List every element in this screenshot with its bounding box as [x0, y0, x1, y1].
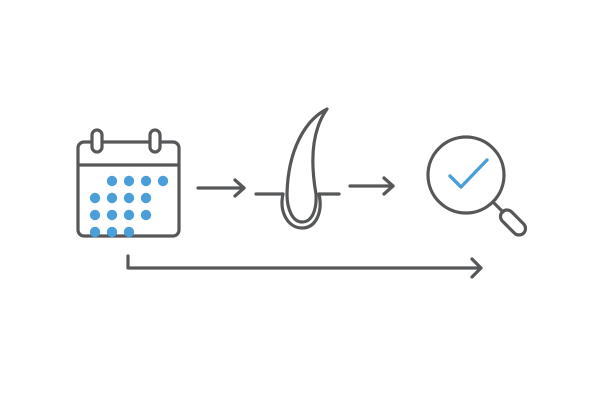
hair-bulb	[280, 192, 322, 230]
check-mark-icon	[448, 158, 489, 189]
calendar-day-dot	[89, 209, 101, 221]
arrow-head	[470, 257, 483, 279]
calendar-day-dot	[123, 192, 135, 204]
magnifier-handle	[498, 208, 528, 237]
calendar-day-dot	[89, 192, 101, 204]
calendar-day-dot	[106, 209, 118, 221]
arrow-calendar-to-follicle	[196, 178, 246, 198]
magnifier-handle-neck	[491, 200, 505, 214]
calendar-ring-right	[148, 128, 162, 154]
arrow-head	[382, 176, 395, 196]
hair-strand	[285, 107, 329, 224]
calendar-day-dot	[106, 192, 118, 204]
timeline-shaft	[126, 254, 483, 270]
calendar-day-dots	[89, 175, 169, 238]
magnifier-lens	[426, 135, 506, 215]
calendar-ring-left	[90, 128, 104, 154]
calendar-day-dot	[106, 226, 118, 238]
arrow-follicle-to-magnifier	[348, 176, 395, 196]
calendar-day-dot	[106, 175, 118, 187]
calendar-day-dot	[89, 226, 101, 238]
calendar-day-dot	[140, 175, 152, 187]
calendar-day-dot	[123, 226, 135, 238]
magnifier-check-icon	[426, 135, 528, 237]
arrow-timeline	[126, 254, 483, 279]
arrow-head	[233, 178, 246, 198]
calendar-day-dot	[157, 175, 169, 187]
calendar-day-dot	[123, 175, 135, 187]
calendar-day-dot	[140, 192, 152, 204]
calendar-day-dot	[140, 209, 152, 221]
calendar-frame	[76, 140, 181, 238]
calendar-day-dot	[123, 209, 135, 221]
hair-follicle-icon	[254, 107, 341, 230]
calendar-icon	[76, 128, 181, 238]
